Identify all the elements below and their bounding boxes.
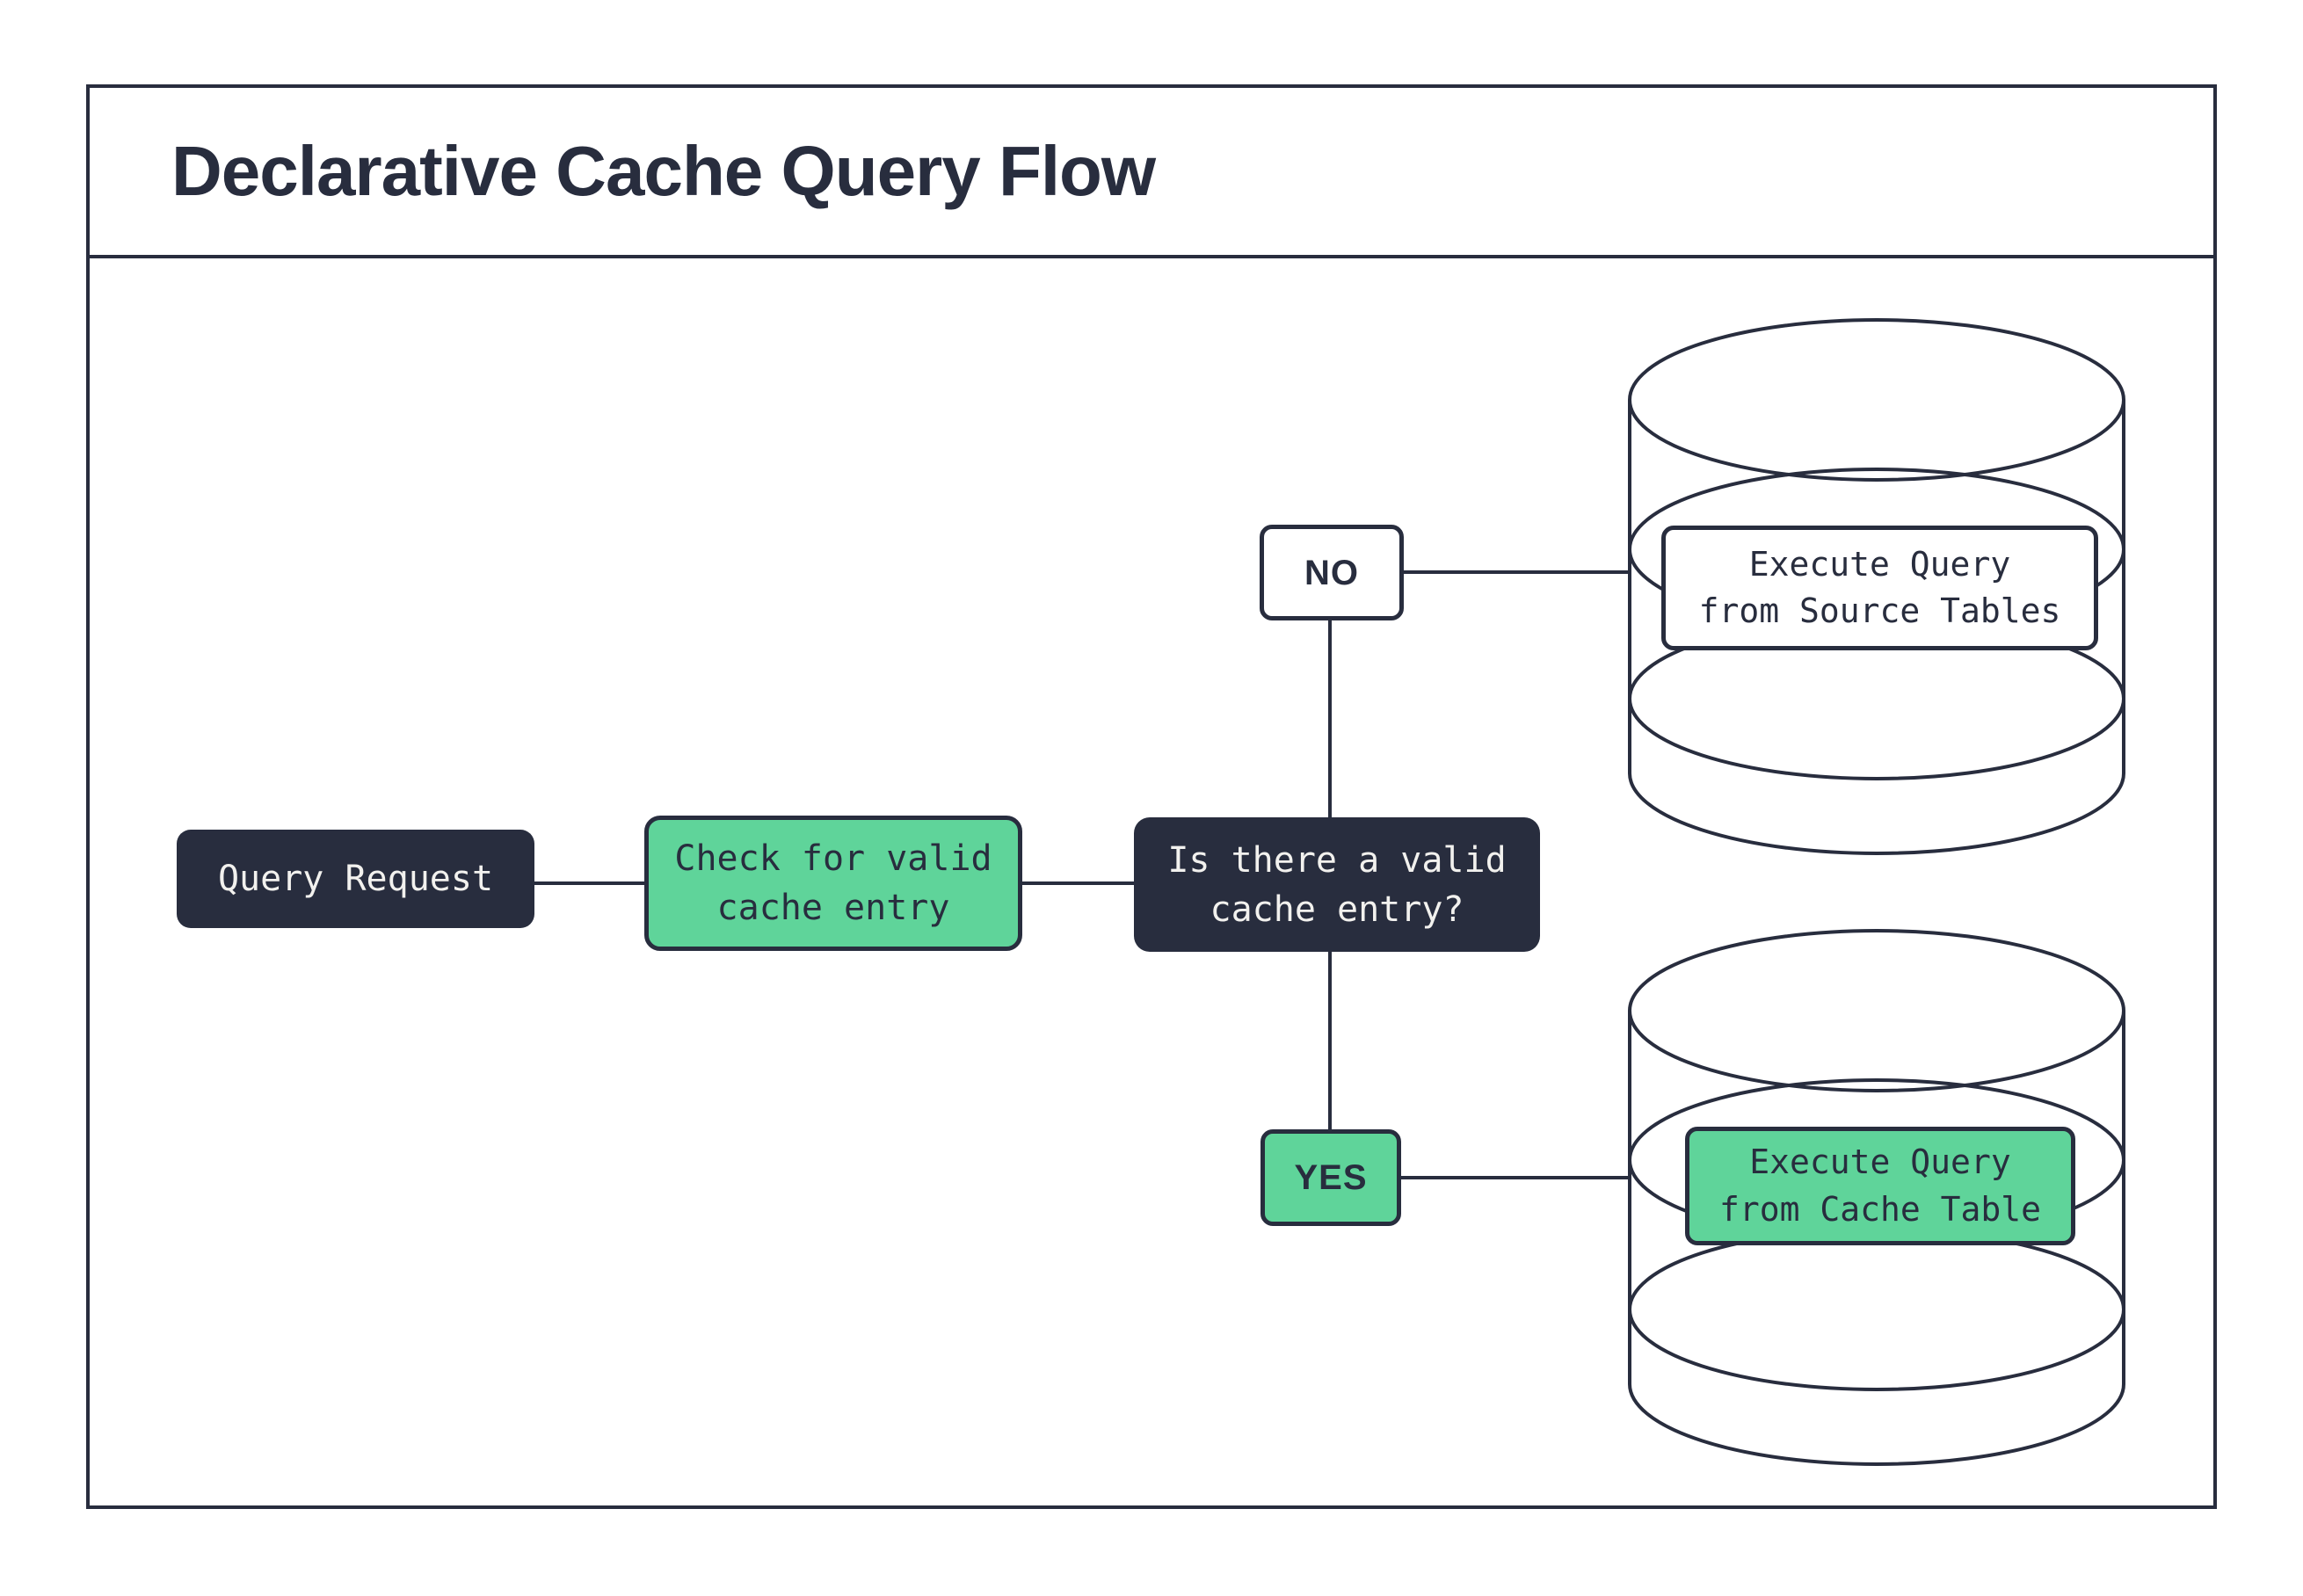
- node-execute-source-tables: Execute Query from Source Tables: [1661, 526, 2098, 650]
- node-decision-valid-cache: Is there a valid cache entry?: [1134, 817, 1540, 952]
- node-execute-cache-table: Execute Query from Cache Table: [1685, 1127, 2075, 1245]
- branch-label-yes: YES: [1260, 1129, 1401, 1226]
- node-check-cache: Check for valid cache entry: [644, 816, 1022, 951]
- diagram-frame: [86, 84, 2217, 1509]
- branch-label-no: NO: [1260, 525, 1404, 620]
- node-query-request: Query Request: [177, 830, 534, 928]
- page-title: Declarative Cache Query Flow: [171, 132, 1156, 210]
- title-separator-line: [86, 255, 2217, 258]
